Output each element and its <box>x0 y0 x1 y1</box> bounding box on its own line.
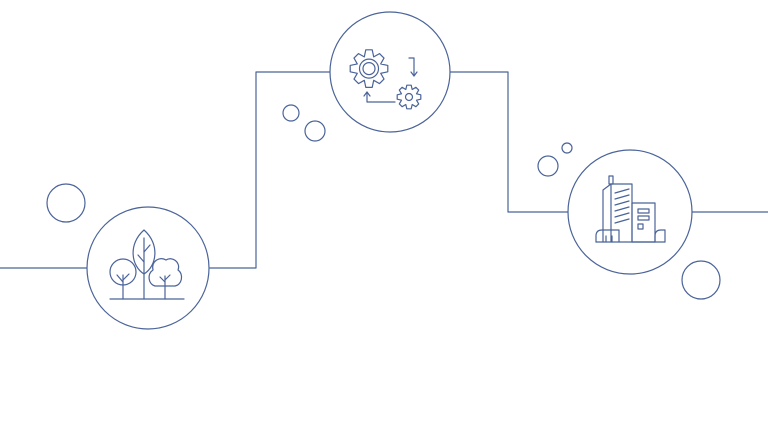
bubble <box>561 142 573 154</box>
trees-icon <box>109 229 185 300</box>
bubble <box>282 104 300 122</box>
step-node-building <box>567 149 693 275</box>
node-circle <box>86 206 210 330</box>
bubble <box>304 120 326 142</box>
step-node-trees <box>86 206 210 330</box>
gears-cycle-icon <box>349 49 422 110</box>
bubble <box>537 155 559 177</box>
node-circle <box>329 11 451 133</box>
bubble <box>681 260 721 300</box>
connector-line <box>0 71 768 269</box>
decorative-bubbles <box>46 104 721 300</box>
cycle-arrow <box>366 91 396 103</box>
gear-icon <box>396 84 422 110</box>
cycle-arrow <box>408 57 415 77</box>
node-circle <box>567 149 693 275</box>
step-node-gears <box>329 11 451 133</box>
gear-icon <box>349 49 389 88</box>
office-building-icon <box>595 175 666 243</box>
bubble <box>46 183 86 223</box>
